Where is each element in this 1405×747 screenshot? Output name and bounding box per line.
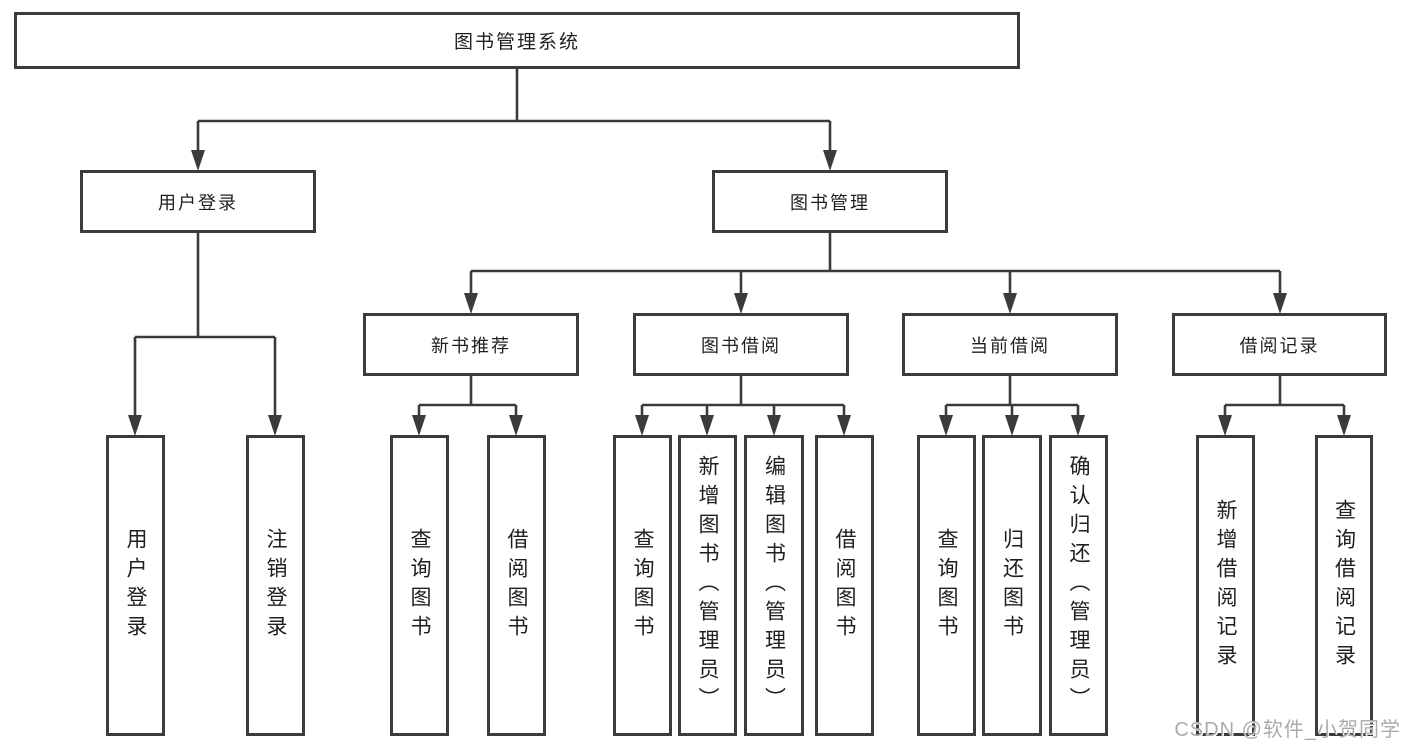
leaf-label: 编辑图书（管理员）: [762, 455, 786, 716]
arrowhead: [1005, 415, 1019, 436]
arrowhead: [412, 415, 426, 436]
arrowhead: [939, 415, 953, 436]
arrowhead: [128, 415, 142, 436]
leaf-label: 归还图书: [1000, 527, 1024, 644]
leaf-label: 查询图书: [935, 527, 958, 644]
leaf-label: 新增图书（管理员）: [696, 455, 719, 716]
arrowhead: [837, 415, 851, 436]
arrowhead: [191, 150, 205, 171]
csdn-watermark: CSDN @软件_小贺同学: [1174, 719, 1401, 741]
node-library-management-system: 图书管理系统: [14, 12, 1020, 69]
arrowhead: [509, 415, 523, 436]
leaf-label: 查询借阅记录: [1332, 498, 1356, 673]
leaf-label: 注销登录: [264, 527, 287, 644]
arrowhead: [767, 415, 781, 436]
node-leaf-query-books-rec: 查询图书: [390, 435, 449, 736]
node-leaf-query-books-current: 查询图书: [917, 435, 976, 736]
arrowhead: [700, 415, 714, 436]
node-leaf-query-borrow-record: 查询借阅记录: [1315, 435, 1373, 736]
arrowhead: [635, 415, 649, 436]
arrowhead: [268, 415, 282, 436]
arrowhead: [823, 150, 837, 171]
arrowhead: [464, 293, 478, 314]
node-book-borrowing: 图书借阅: [633, 313, 849, 376]
leaf-label: 查询图书: [631, 527, 654, 644]
leaf-label: 借阅图书: [505, 527, 528, 644]
node-user-login: 用户登录: [80, 170, 316, 233]
arrowhead: [734, 293, 748, 314]
arrowhead: [1337, 415, 1351, 436]
node-leaf-query-books-borrow: 查询图书: [613, 435, 672, 736]
node-leaf-logout: 注销登录: [246, 435, 305, 736]
arrowhead: [1003, 293, 1017, 314]
node-leaf-add-books-admin: 新增图书（管理员）: [678, 435, 737, 736]
leaf-label: 借阅图书: [833, 527, 856, 644]
arrowhead: [1273, 293, 1287, 314]
node-leaf-confirm-return-admin: 确认归还（管理员）: [1049, 435, 1108, 736]
node-leaf-edit-books-admin: 编辑图书（管理员）: [744, 435, 804, 736]
node-leaf-user-login: 用户登录: [106, 435, 165, 736]
arrowhead: [1071, 415, 1085, 436]
leaf-label: 新增借阅记录: [1214, 498, 1237, 673]
node-borrowing-records: 借阅记录: [1172, 313, 1387, 376]
leaf-label: 查询图书: [408, 527, 431, 644]
node-leaf-borrow-books: 借阅图书: [815, 435, 874, 736]
node-current-borrowing: 当前借阅: [902, 313, 1118, 376]
leaf-label: 确认归还（管理员）: [1067, 455, 1090, 716]
node-book-management: 图书管理: [712, 170, 948, 233]
node-leaf-borrow-books-rec: 借阅图书: [487, 435, 546, 736]
node-new-book-recommendation: 新书推荐: [363, 313, 579, 376]
node-leaf-add-borrow-record: 新增借阅记录: [1196, 435, 1255, 736]
node-leaf-return-books: 归还图书: [982, 435, 1042, 736]
arrowhead: [1218, 415, 1232, 436]
leaf-label: 用户登录: [124, 527, 147, 644]
